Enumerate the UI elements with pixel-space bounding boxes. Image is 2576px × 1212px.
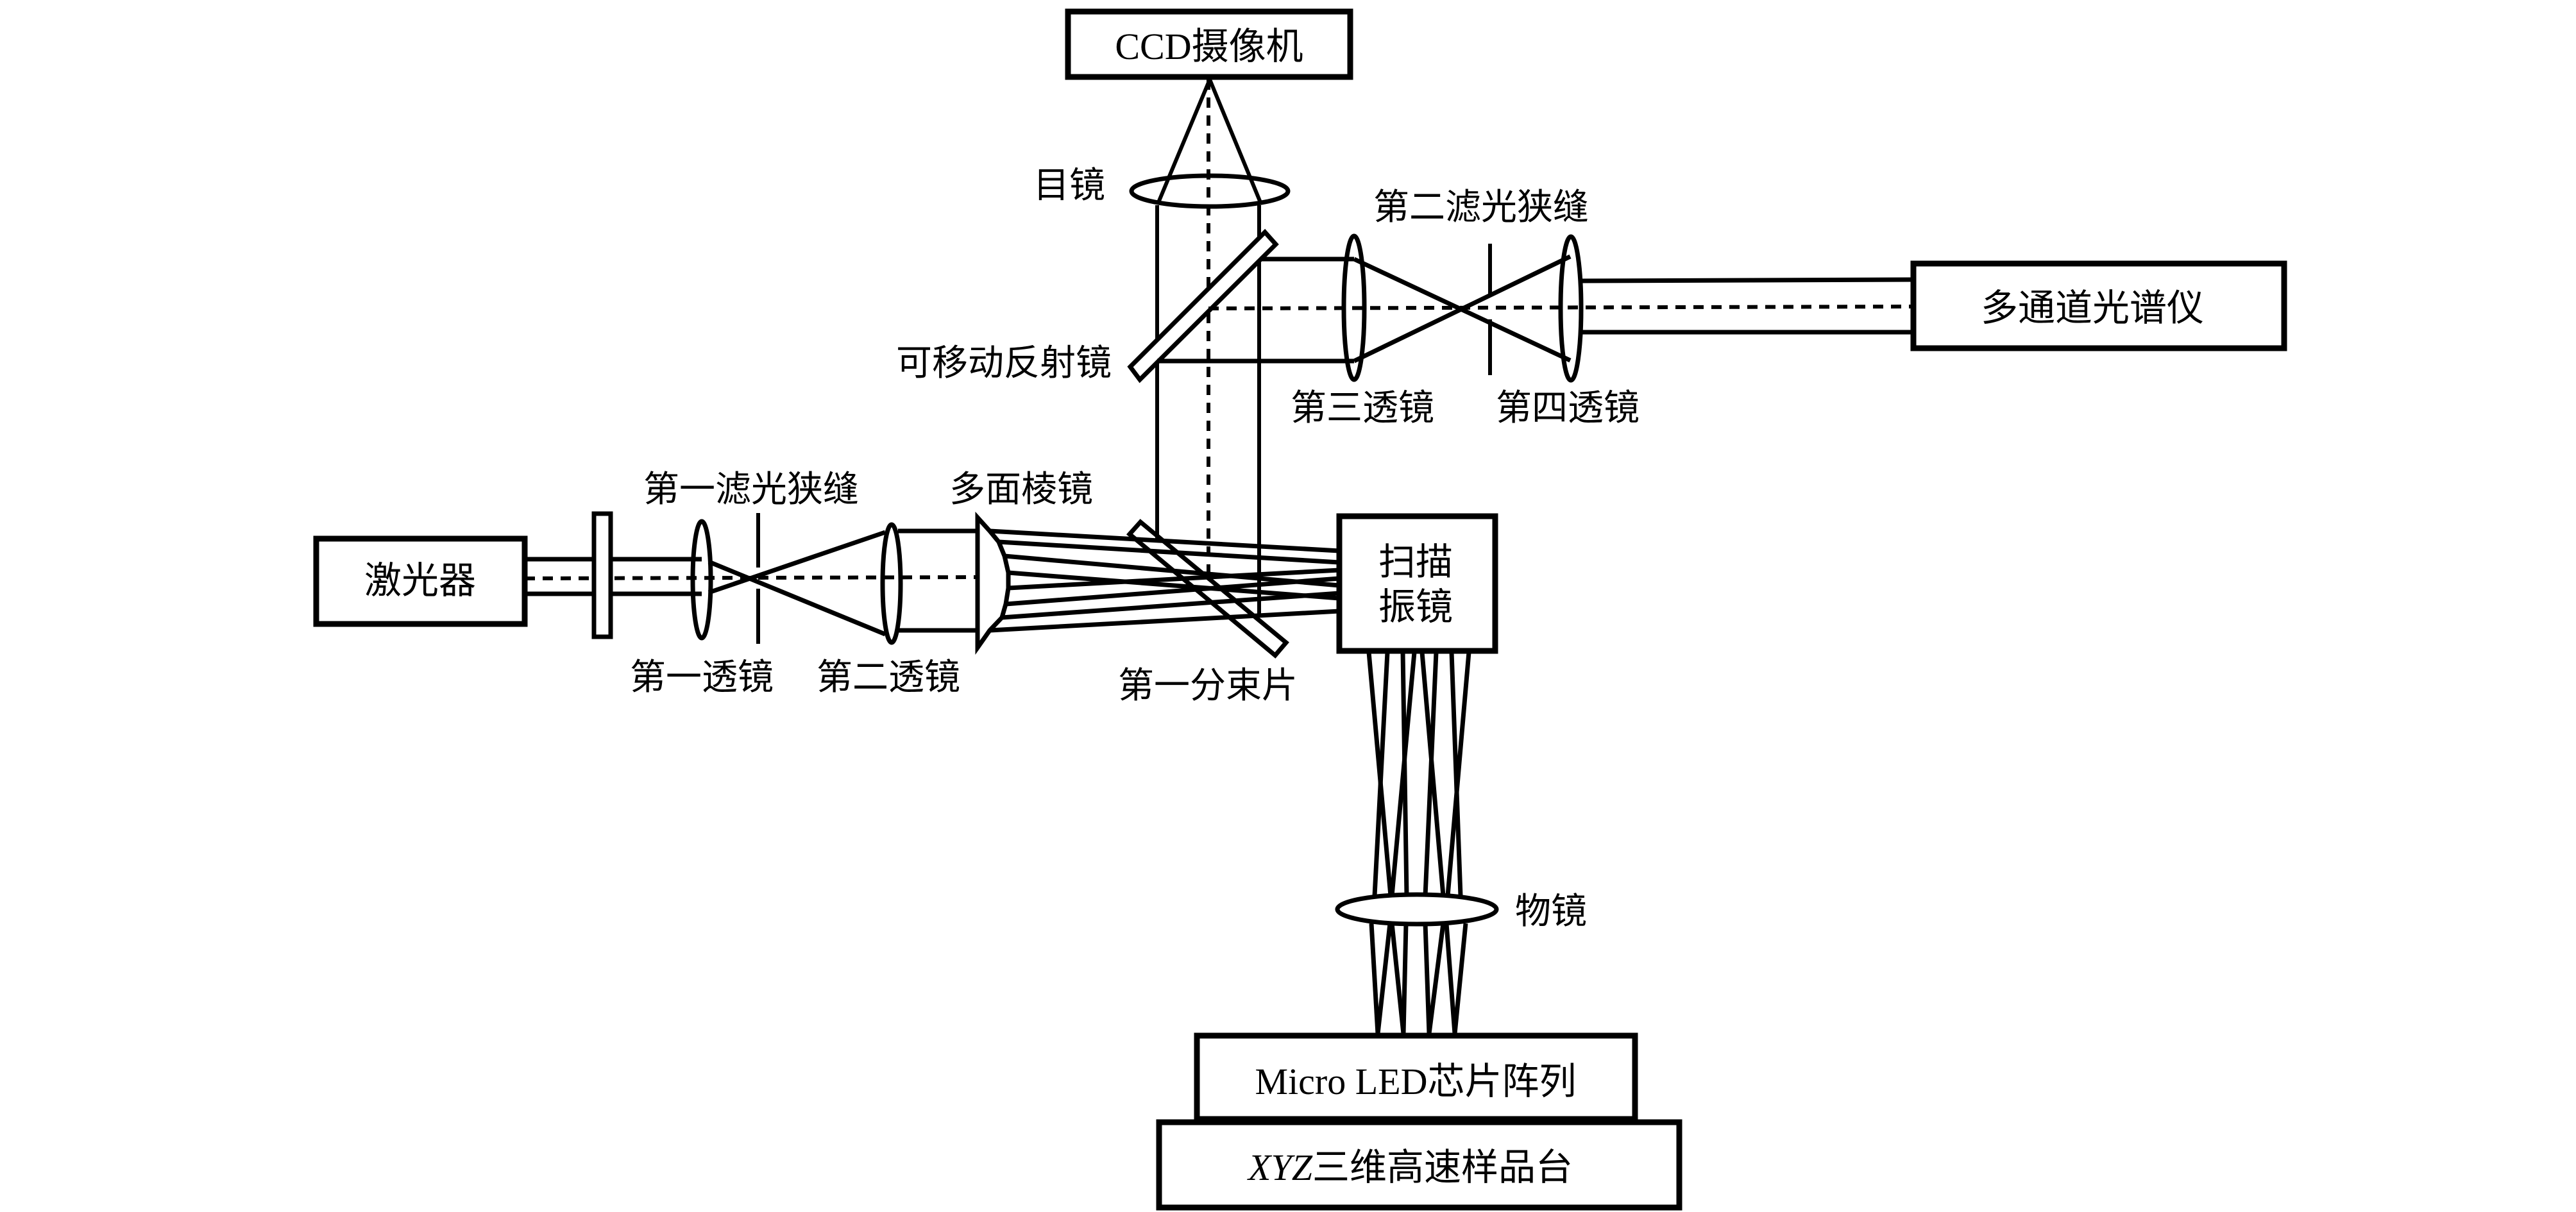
prism-fan-ray-8 (989, 609, 1340, 633)
ccd-camera-box (1065, 8, 1353, 80)
fourth-lens (1558, 234, 1584, 383)
ccd-camera-label: CCD摄像机 (1115, 26, 1303, 67)
prism-fan-ray-6 (1005, 576, 1340, 607)
scan-galvo-label-line2: 振镜 (1378, 586, 1453, 628)
micro-led-array-box (1194, 1032, 1638, 1122)
scan-galvo-label-line1: 扫描 (1378, 541, 1453, 583)
scan-ray-lower-5 (1423, 923, 1432, 1034)
eyepiece-lens (1129, 173, 1291, 209)
third-lens-label: 第三透镜 (1291, 389, 1434, 428)
movable-mirror-label: 可移动反射镜 (896, 344, 1112, 383)
scan-ray-lower-1 (1369, 923, 1380, 1034)
scan-ray-lower-6 (1427, 923, 1446, 1034)
prism-fan-ray-2 (998, 539, 1340, 565)
branch-optical-axis (1208, 305, 1914, 310)
scan-ray-upper-6 (1423, 652, 1439, 896)
filter-plate (591, 511, 613, 639)
spectrometer-beam-top (1581, 277, 1914, 283)
laser-ray-2 (708, 530, 886, 595)
eyepiece-label: 目镜 (1033, 166, 1105, 206)
fourth-lens-label: 第四透镜 (1496, 389, 1640, 428)
second-lens-label: 第二透镜 (817, 658, 960, 698)
first-lens-label: 第一透镜 (630, 658, 774, 698)
first-beam-splitter (1126, 519, 1289, 659)
objective-lens (1335, 892, 1499, 927)
xyz-stage-box (1156, 1119, 1682, 1211)
ccd-cone-right (1208, 78, 1263, 205)
galvo-down-rays (1366, 652, 1471, 1034)
second-filter-slit-label: 第二滤光狭缝 (1373, 188, 1589, 228)
prism-fan-ray-5 (1008, 568, 1340, 591)
scan-ray-upper-2 (1372, 652, 1390, 896)
scan-ray-upper-4 (1389, 652, 1417, 896)
branch-ray-2 (1353, 254, 1572, 364)
spectrometer-label: 多通道光谱仪 (1981, 287, 2204, 329)
xyz-stage-label: XYZ三维高速样品台 (1247, 1147, 1573, 1188)
second-lens (880, 522, 903, 645)
prism-fan-ray-4 (1008, 570, 1340, 601)
first-beam-splitter-label: 第一分束片 (1118, 666, 1298, 706)
polygon-prism-label: 多面棱镜 (949, 470, 1093, 510)
first-lens (690, 519, 713, 641)
xyz-stage-label-text: 三维高速样品台 (1312, 1147, 1573, 1188)
scan-ray-lower-8 (1452, 923, 1468, 1034)
prism-fan-rays (989, 528, 1340, 633)
scan-ray-lower-3 (1389, 923, 1406, 1034)
laser-box (313, 535, 528, 627)
xyz-stage-label-axes: XYZ (1247, 1147, 1313, 1188)
scan-ray-lower-4 (1401, 923, 1409, 1034)
third-lens (1341, 233, 1367, 382)
laser-label: 激光器 (364, 560, 476, 602)
spectrometer-box (1910, 260, 2287, 351)
movable-mirror (1127, 228, 1279, 383)
micro-led-array-label: Micro LED芯片阵列 (1255, 1061, 1577, 1102)
laser-ray-1 (708, 559, 886, 637)
ccd-cone-left (1156, 78, 1212, 205)
scan-galvo-box (1336, 513, 1498, 654)
scan-ray-lower-2 (1375, 923, 1393, 1034)
prism-fan-ray-7 (1001, 591, 1340, 620)
scan-ray-lower-7 (1444, 923, 1457, 1034)
first-filter-slit-label: 第一滤光狭缝 (643, 470, 859, 510)
scan-ray-upper-8 (1445, 652, 1471, 896)
objective-label: 物镜 (1515, 892, 1587, 932)
